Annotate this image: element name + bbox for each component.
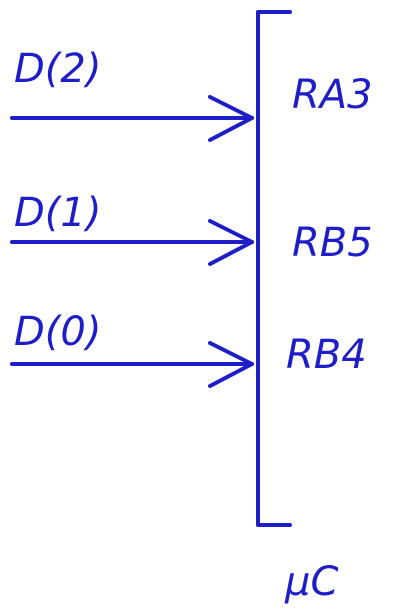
signal-label-d1: D(1) xyxy=(14,190,101,236)
arrow-head-d1-icon xyxy=(208,219,254,266)
pin-label-rb4: RB4 xyxy=(286,332,367,378)
signal-label-d0: D(0) xyxy=(14,309,101,355)
pin-label-rb5: RB5 xyxy=(292,220,373,266)
signal-label-d2: D(2) xyxy=(14,46,101,92)
microcontroller-label: μC xyxy=(284,559,338,605)
input-line-d1 xyxy=(10,219,254,266)
pin-label-ra3: RA3 xyxy=(292,72,373,118)
microcontroller-bracket xyxy=(256,10,292,527)
arrow-head-d0-icon xyxy=(208,341,254,388)
input-line-d0 xyxy=(10,341,254,388)
input-line-d2 xyxy=(10,95,254,142)
arrow-head-d2-icon xyxy=(208,95,254,142)
